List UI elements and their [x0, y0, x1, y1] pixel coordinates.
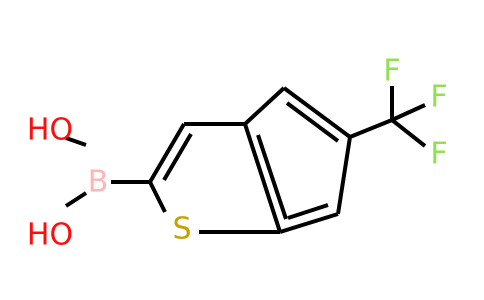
bond-c3a-c4 [243, 86, 286, 126]
bond-c3a-c7a-inner [256, 134, 288, 220]
bond-c5-cf3 [349, 118, 393, 139]
bond-c3a-c7a [243, 123, 282, 233]
bond-c2-c3-double [162, 132, 193, 182]
atom-label-oh-top: HO [27, 113, 73, 148]
bond-c5-c6 [336, 136, 352, 215]
bond-c4-c5-inner [285, 101, 340, 143]
bond-c-f-bottom [390, 118, 427, 148]
bond-group [64, 86, 427, 234]
bond-b-o-bottom [64, 191, 88, 208]
atom-label-oh-bottom: HO [27, 218, 73, 253]
bond-c2-s [148, 181, 167, 213]
atom-label-sulfur: S [172, 212, 191, 247]
bond-c2-c3-single [148, 122, 186, 184]
atom-label-boron: B [88, 165, 109, 200]
bond-c4-c5 [282, 86, 352, 139]
bond-c6-c7 [279, 212, 339, 234]
bond-c6-c7-inner [287, 203, 329, 220]
atom-label-fluorine-top: F [383, 54, 400, 89]
atom-label-group: HO HO B S F F F [27, 54, 448, 253]
atom-label-fluorine-right: F [430, 80, 447, 115]
atom-label-fluorine-bottom: F [430, 137, 447, 172]
bond-b-o-top [65, 136, 87, 147]
bond-c-f-right [391, 103, 426, 122]
